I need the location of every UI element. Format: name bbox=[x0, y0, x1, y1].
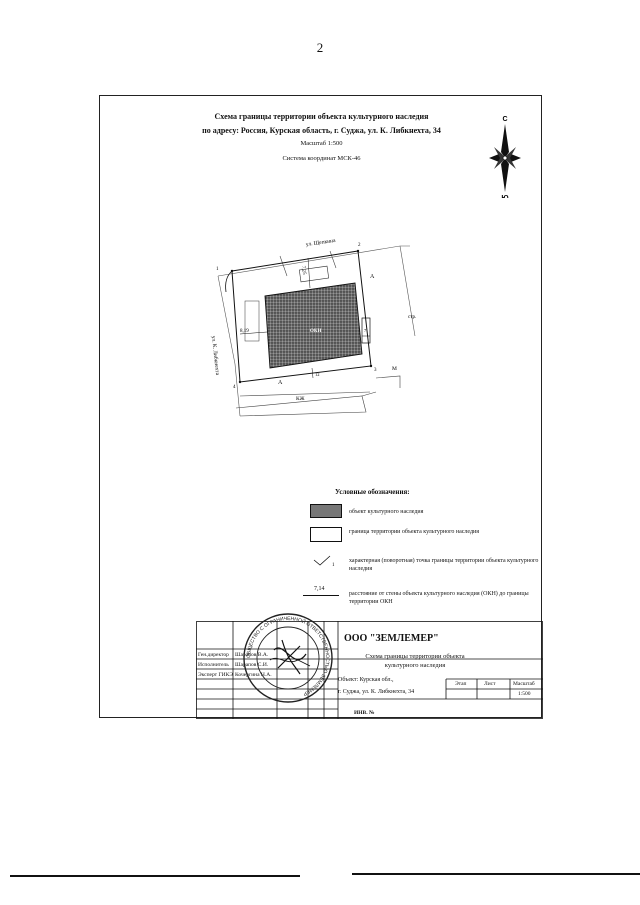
seal-stamp-icon: ОБЩЕСТВО С ОГРАНИЧЕННОЙ ОТВЕТСТВЕННОСТЬЮ… bbox=[243, 613, 333, 703]
name-expert: Кочергина Н.А. bbox=[235, 672, 272, 678]
street-left-label: ул. К. Либкнехта bbox=[210, 335, 221, 375]
title-block bbox=[196, 621, 543, 719]
compass-north: С bbox=[502, 116, 507, 123]
legend-item-distance: расстояние от стены объекта культурного … bbox=[349, 591, 529, 606]
scheme-title: Схема границы территории объекта культур… bbox=[214, 112, 429, 121]
label-a-bottom: А bbox=[278, 380, 283, 386]
site-plan: ул. Щепкина ул. К. Либкнехта 1 2 3 4 7,2… bbox=[210, 238, 416, 417]
object-line1: Объект: Курская обл., bbox=[338, 677, 394, 683]
legend-distance-mark: 7,14 bbox=[314, 586, 325, 592]
company-name: ООО "ЗЕМЛЕМЕР" bbox=[344, 633, 439, 644]
okn-label: ОКН bbox=[310, 329, 322, 334]
role-executor: Исполнитель bbox=[198, 662, 229, 668]
dist-bottom-label: 12 bbox=[315, 372, 320, 377]
legend-swatch-boundary bbox=[310, 527, 342, 542]
footer-rule-right bbox=[352, 873, 640, 875]
label-str: стр. bbox=[408, 315, 416, 320]
compass-south: Ю bbox=[501, 195, 508, 198]
legend-item-okn: объект культурного наследия bbox=[349, 509, 424, 515]
role-director: Ген.директор bbox=[198, 652, 229, 658]
document-title-line1: Схема границы территории объекта bbox=[365, 653, 465, 660]
label-kzh: КЖ bbox=[296, 396, 305, 402]
legend-point-icon: 1 bbox=[313, 555, 335, 568]
inventory-number: ИНВ. № bbox=[354, 710, 375, 716]
dist-right-label: 7 bbox=[364, 328, 367, 333]
scheme-scale: Масштаб 1:500 bbox=[300, 140, 343, 147]
label-a-top: А bbox=[370, 274, 375, 280]
legend-title: Условные обозначения: bbox=[335, 488, 410, 496]
col-scale: Масштаб bbox=[513, 681, 535, 687]
footer-rule-left bbox=[10, 875, 300, 877]
legend-swatch-okn bbox=[310, 504, 342, 518]
label-m: М bbox=[392, 366, 397, 372]
name-executor: Шарапов С.И. bbox=[235, 662, 269, 668]
compass-rose-icon: С Ю bbox=[489, 116, 521, 198]
point-3-label: 3 bbox=[374, 368, 377, 373]
legend-distance-line bbox=[303, 595, 339, 596]
drawing-sheet: Схема границы территории объекта культур… bbox=[99, 95, 543, 719]
document-title-line2: культурного наследия bbox=[384, 662, 446, 669]
col-stage: Этап bbox=[455, 681, 467, 687]
dist-left-label: 8,19 bbox=[240, 329, 249, 334]
col-sheet: Лист bbox=[484, 681, 496, 687]
dist-top-label: 7,25 bbox=[300, 266, 306, 276]
legend-item-boundary: граница территории объекта культурного н… bbox=[349, 529, 480, 535]
point-2-label: 2 bbox=[358, 243, 361, 248]
object-line2: г. Суджа, ул. К. Либкнехта, 34 bbox=[338, 689, 415, 695]
name-director: Шарапов В.А. bbox=[235, 652, 269, 658]
scale-value: 1:500 bbox=[518, 691, 531, 697]
point-1-label: 1 bbox=[216, 267, 219, 272]
role-expert: Эксперт ГИКЭ bbox=[198, 672, 233, 678]
coordinate-system: Система координат МСК-46 bbox=[282, 155, 361, 162]
street-top-label: ул. Щепкина bbox=[305, 238, 336, 248]
legend-point-mark: 1 bbox=[332, 563, 335, 568]
point-4-label: 4 bbox=[233, 385, 236, 390]
legend-item-point: характерная (поворотная) точка границы т… bbox=[349, 558, 539, 573]
page-number: 2 bbox=[316, 40, 324, 55]
scheme-address: по адресу: Россия, Курская область, г. С… bbox=[202, 126, 441, 135]
